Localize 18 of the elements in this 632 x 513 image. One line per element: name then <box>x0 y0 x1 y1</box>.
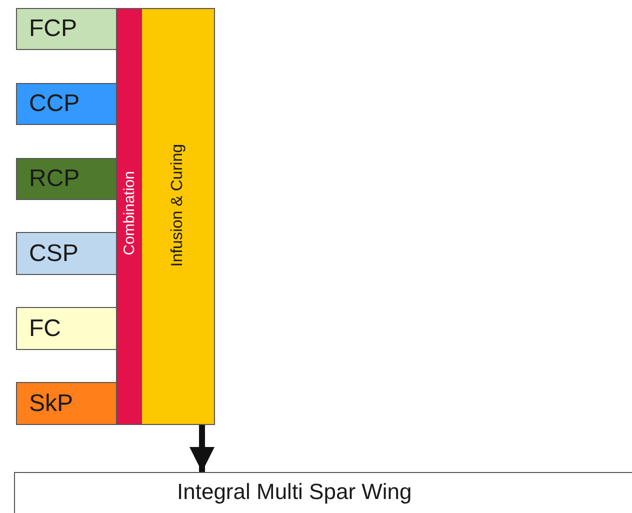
part-label: CCP <box>29 92 80 116</box>
process-bar <box>141 8 215 425</box>
arrow <box>189 425 215 472</box>
part-box <box>16 83 117 125</box>
part-box <box>16 158 117 200</box>
part-label: CSP <box>29 242 78 266</box>
result-label: Integral Multi Spar Wing <box>177 481 412 503</box>
part-box <box>16 232 117 275</box>
part-label: FCP <box>29 17 77 41</box>
process-bar <box>116 8 142 425</box>
part-label: FC <box>29 316 61 340</box>
part-box <box>16 307 117 350</box>
part-label: SkP <box>29 392 74 416</box>
part-box <box>16 382 117 425</box>
process-label: Combination <box>122 171 136 256</box>
part-box <box>16 8 117 50</box>
part-label: RCP <box>29 167 80 191</box>
process-label: Infusion & Curing <box>170 144 186 267</box>
